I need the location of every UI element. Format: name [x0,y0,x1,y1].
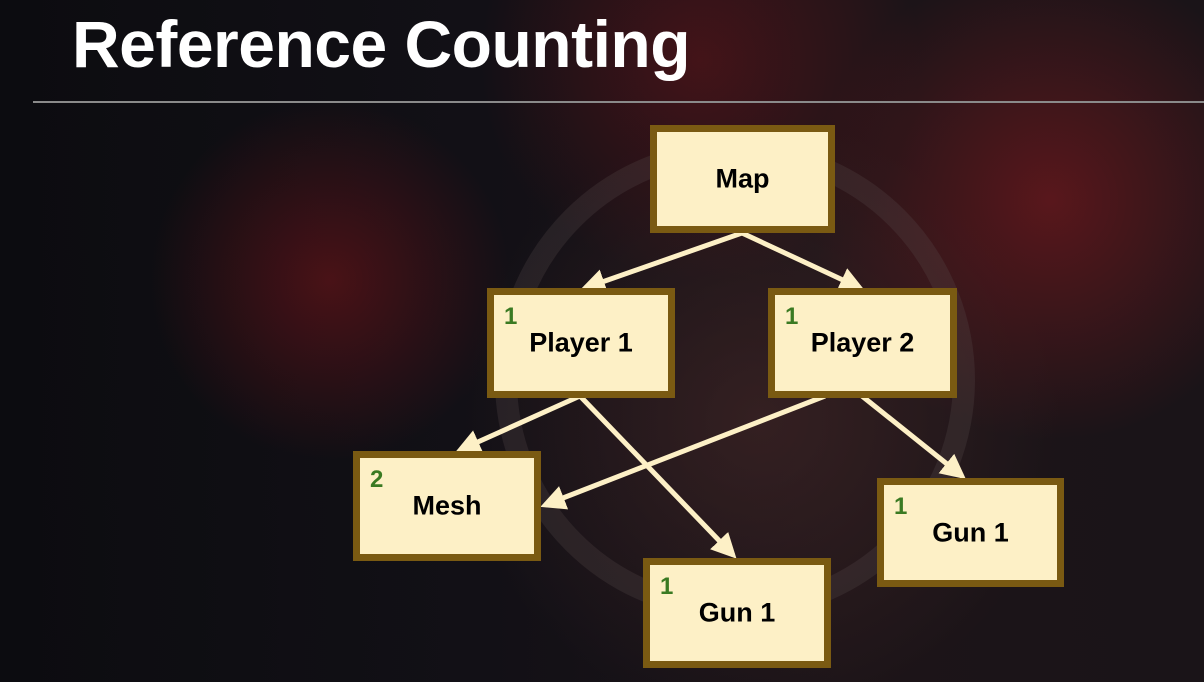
node-map: Map [650,125,835,233]
edge-player1-mesh [455,393,582,454]
node-label: Gun 1 [932,517,1009,547]
reference-count: 1 [504,303,518,330]
node-label: Player 2 [810,327,915,358]
node-gun-1-player2: 1 Gun 1 [877,478,1064,587]
edge-map-player2 [740,230,865,291]
reference-count: 1 [894,493,908,520]
node-label: Player 1 [529,327,633,358]
node-gun-1-player1: 1 Gun 1 [643,558,831,668]
node-player-2: 1 Player 2 [768,288,957,398]
edge-map-player1 [580,230,743,294]
slide-title: Reference Counting [72,7,691,81]
node-mesh: 2 Mesh [353,451,541,561]
reference-count: 1 [660,573,674,600]
title-divider [33,101,1204,103]
edge-player2-gun1 [860,394,966,480]
node-label: Gun 1 [698,597,776,628]
edge-player2-mesh [540,393,826,510]
node-label: Map [715,163,770,194]
edge-player1-gun1 [578,394,737,559]
node-player-1: 1 Player 1 [487,288,675,398]
reference-count: 1 [785,303,799,330]
node-label: Mesh [412,490,482,521]
reference-count: 2 [370,466,384,493]
